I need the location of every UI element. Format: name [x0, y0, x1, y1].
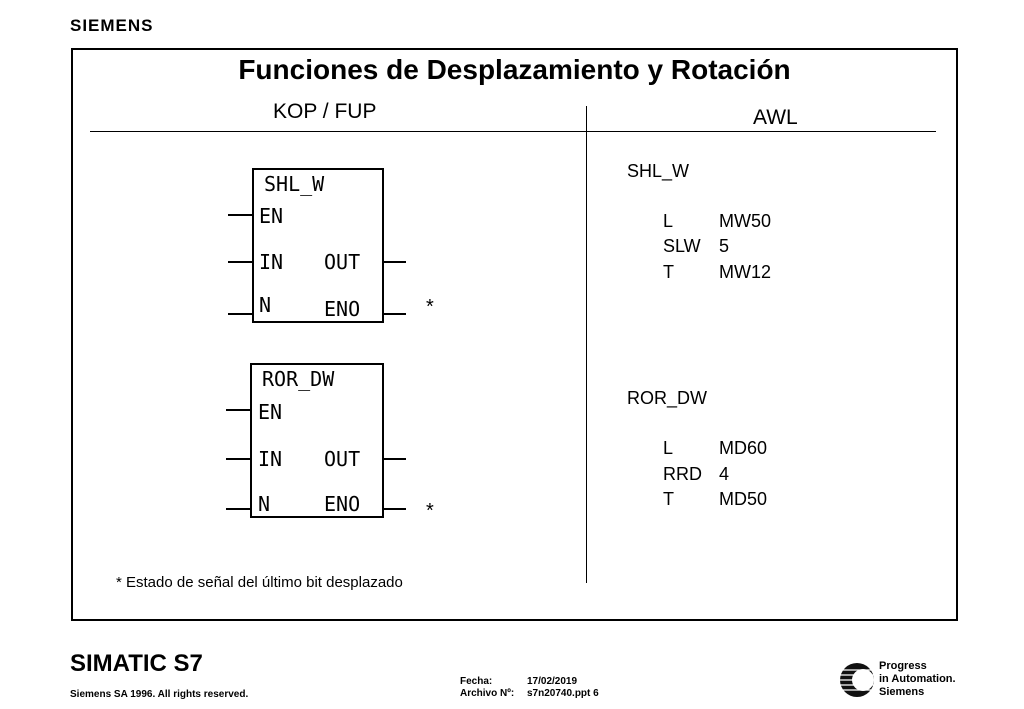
ror-dw-eno-asterisk: * — [426, 500, 434, 522]
slogan: Progress in Automation. Siemens — [879, 660, 956, 699]
ror-dw-out-label: OUT — [324, 447, 361, 471]
ror-dw-n-pin — [226, 508, 250, 510]
awl-line: SLW 5 — [663, 232, 729, 260]
awl-op: T — [663, 489, 674, 509]
ror-dw-in-pin — [226, 458, 250, 460]
shl-w-block-title: SHL_W — [264, 172, 325, 196]
awl-op: L — [663, 211, 674, 231]
date-value: 17/02/2019 — [527, 676, 578, 687]
awl-line: RRD 4 — [663, 460, 729, 488]
footnote: * Estado de señal del último bit desplaz… — [116, 574, 403, 591]
ror-dw-in-label: IN — [258, 447, 283, 471]
product-name: SIMATIC S7 — [70, 650, 203, 677]
shl-w-eno-asterisk: * — [426, 296, 434, 318]
ror-dw-block-title: ROR_DW — [262, 367, 335, 391]
awl-arg: 4 — [719, 464, 730, 484]
file-label: Archivo Nº: — [460, 688, 515, 699]
slogan-line: in Automation. — [879, 673, 956, 685]
column-divider — [586, 106, 587, 583]
ror-dw-out-pin — [384, 458, 406, 460]
shl-w-block — [252, 168, 384, 323]
column-header-awl: AWL — [753, 106, 798, 129]
slide-title: Funciones de Desplazamiento y Rotación — [238, 54, 791, 85]
shl-w-n-label: N — [259, 293, 272, 317]
file-value: s7n20740.ppt 6 — [527, 688, 599, 699]
shl-w-out-label: OUT — [324, 250, 361, 274]
awl-line: T MD50 — [663, 485, 767, 513]
ror-dw-n-label: N — [258, 492, 271, 516]
ror-dw-eno-pin — [384, 508, 406, 510]
copyright: Siemens SA 1996. All rights reserved. — [70, 689, 249, 700]
awl-arg: 5 — [719, 236, 730, 256]
siemens-logo: SIEMENS — [70, 16, 154, 35]
awl-heading-shl-w: SHL_W — [627, 161, 690, 181]
slide-frame — [71, 48, 958, 621]
shl-w-eno-pin — [384, 313, 406, 315]
awl-op: L — [663, 438, 674, 458]
ror-dw-block — [250, 363, 384, 518]
ror-dw-en-label: EN — [258, 400, 283, 424]
awl-op: SLW — [663, 236, 701, 256]
shl-w-eno-label: ENO — [324, 297, 361, 321]
awl-arg: MW12 — [719, 262, 772, 282]
awl-line: L MW50 — [663, 207, 771, 235]
awl-line: L MD60 — [663, 434, 767, 462]
awl-arg: MD60 — [719, 438, 768, 458]
header-divider — [90, 131, 936, 132]
shl-w-en-label: EN — [259, 204, 284, 228]
awl-arg: MD50 — [719, 489, 768, 509]
ror-dw-eno-label: ENO — [324, 492, 361, 516]
awl-arg: MW50 — [719, 211, 772, 231]
awl-line: T MW12 — [663, 258, 771, 286]
date-label: Fecha: — [460, 676, 493, 687]
awl-op: RRD — [663, 464, 702, 484]
column-header-kop-fup: KOP / FUP — [273, 100, 377, 123]
shl-w-en-pin — [228, 214, 252, 216]
awl-op: T — [663, 262, 674, 282]
slogan-line: Progress — [879, 660, 927, 672]
progress-logo-icon — [840, 663, 874, 697]
shl-w-in-label: IN — [259, 250, 284, 274]
shl-w-out-pin — [384, 261, 406, 263]
shl-w-in-pin — [228, 261, 252, 263]
slogan-line: Siemens — [879, 686, 925, 698]
ror-dw-en-pin — [226, 409, 250, 411]
awl-heading-ror-dw: ROR_DW — [627, 388, 707, 408]
shl-w-n-pin — [228, 313, 252, 315]
